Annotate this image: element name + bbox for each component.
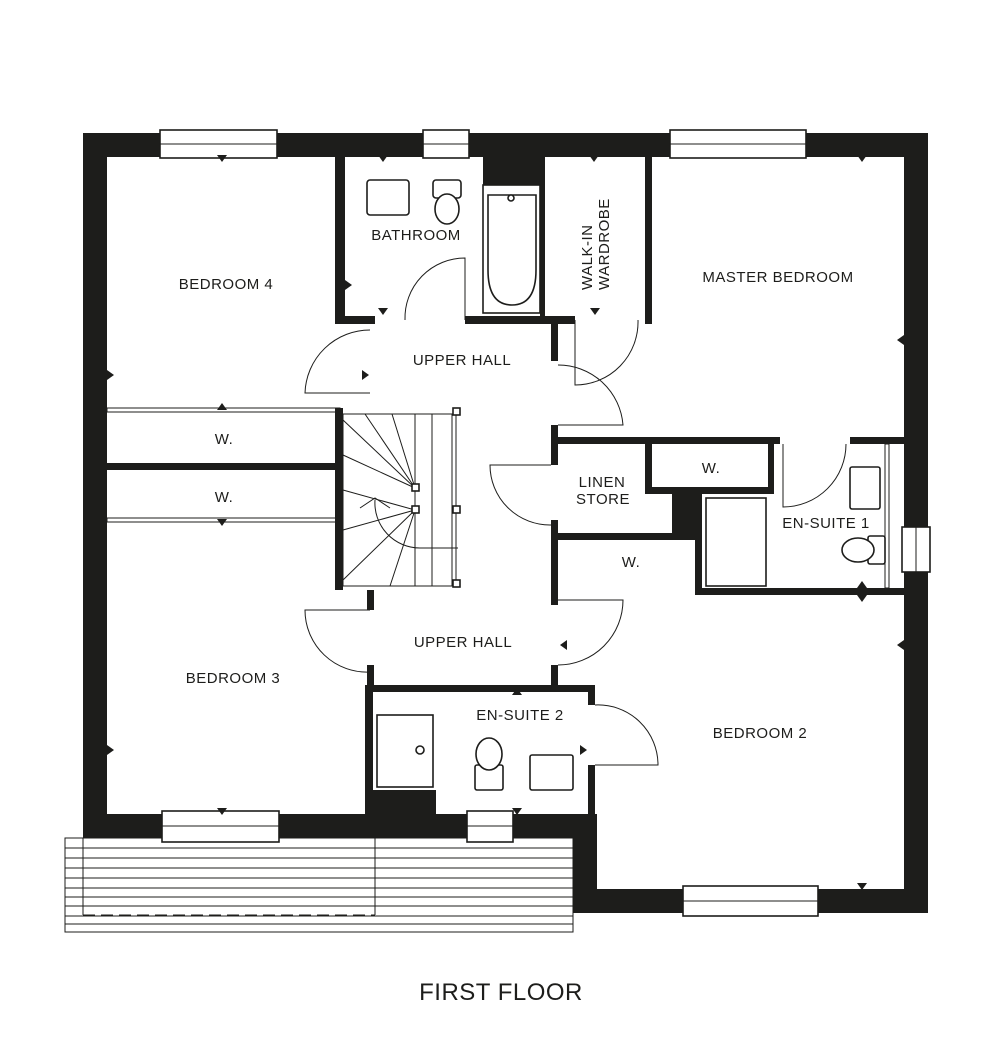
label-bedroom-2: BEDROOM 2 xyxy=(713,725,808,742)
balcony xyxy=(64,837,574,933)
bath xyxy=(482,184,541,314)
label-store: STORE xyxy=(576,491,630,508)
floor-title: FIRST FLOOR xyxy=(419,979,583,1006)
label-wardrobe-3: W. xyxy=(702,460,721,477)
label-wardrobe-2: W. xyxy=(215,489,234,506)
label-wardrobe-1: W. xyxy=(215,431,234,448)
doors xyxy=(304,257,847,766)
bathroom-basin xyxy=(366,179,410,216)
label-master-bedroom: MASTER BEDROOM xyxy=(702,269,853,286)
label-linen: LINEN xyxy=(579,474,626,491)
label-wardrobe: WARDROBE xyxy=(596,198,613,290)
label-upper-hall-bottom: UPPER HALL xyxy=(414,634,512,651)
ensuite2-basin xyxy=(529,754,574,791)
label-bedroom-4: BEDROOM 4 xyxy=(179,276,274,293)
label-wardrobe-4: W. xyxy=(622,554,641,571)
ensuite1-shower xyxy=(705,497,767,587)
label-en-suite-2: EN-SUITE 2 xyxy=(476,707,564,724)
label-bathroom: BATHROOM xyxy=(371,227,461,244)
windows xyxy=(159,129,931,917)
staircase xyxy=(342,407,461,588)
label-walk-in: WALK-IN xyxy=(579,225,596,290)
label-bedroom-3: BEDROOM 3 xyxy=(186,670,281,687)
label-en-suite-1: EN-SUITE 1 xyxy=(782,515,870,532)
sanitaryware xyxy=(366,179,886,791)
ensuite1-basin xyxy=(849,466,881,510)
markers xyxy=(107,155,904,890)
label-upper-hall-top: UPPER HALL xyxy=(413,352,511,369)
